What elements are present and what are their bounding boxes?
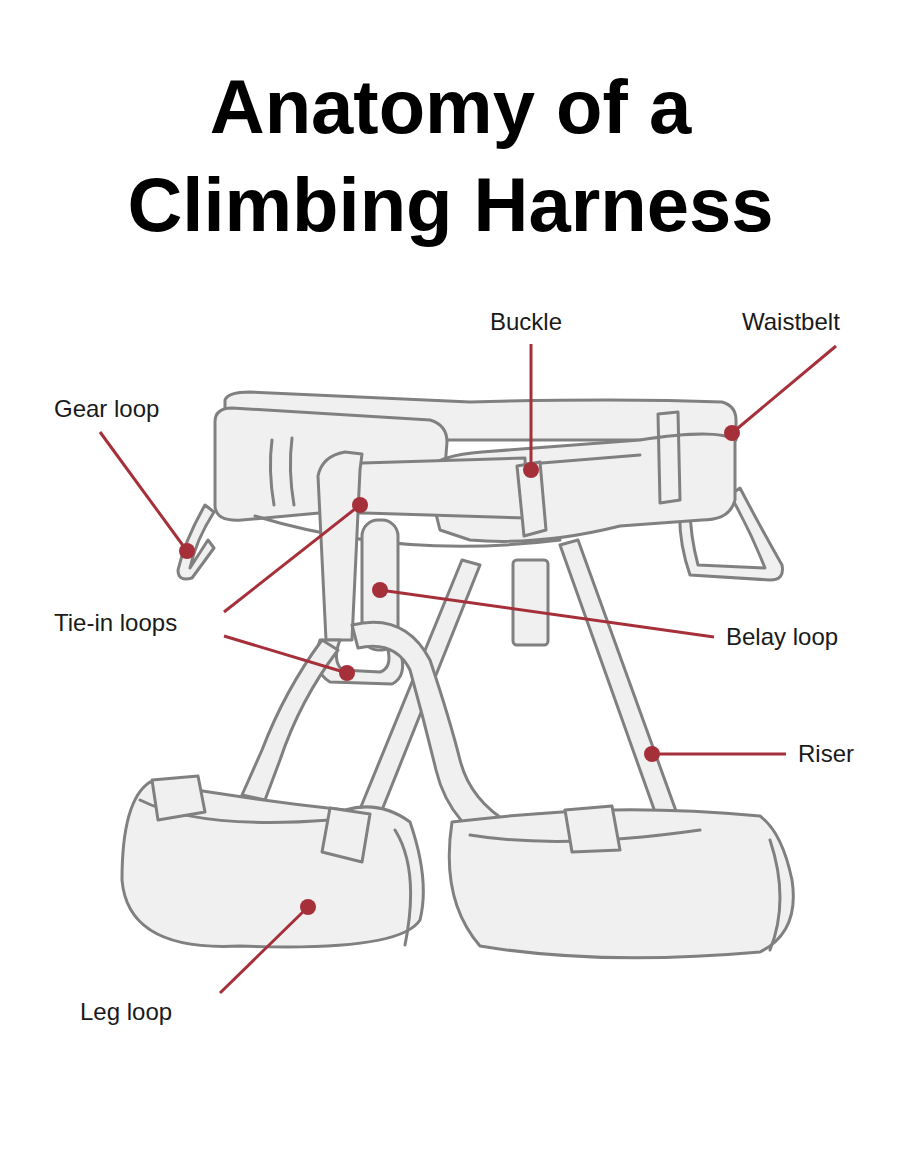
part-label: Gear loop	[54, 395, 159, 423]
waistbelt-padding	[270, 438, 294, 505]
leg-strap	[242, 640, 338, 800]
leader-dot	[300, 899, 316, 915]
leader-dot	[372, 582, 388, 598]
rear-tab	[513, 560, 548, 645]
riser	[560, 540, 680, 826]
leader-line	[732, 346, 836, 433]
part-label: Waistbelt	[742, 308, 840, 336]
leader-dot	[724, 425, 740, 441]
leg-buckle	[152, 776, 205, 820]
leg-buckle	[322, 808, 370, 862]
buckle	[517, 462, 546, 536]
leader-line	[224, 636, 347, 673]
leg-loop-padding	[470, 830, 780, 950]
leg-loop-padding	[140, 800, 411, 945]
leader-dot	[339, 665, 355, 681]
tie-in-loop	[318, 452, 362, 640]
leader-line	[100, 432, 187, 551]
leg-buckle	[565, 806, 620, 852]
leader-line	[220, 907, 308, 993]
part-label: Leg loop	[80, 998, 172, 1026]
leader-line	[652, 753, 786, 756]
leader-line	[224, 505, 360, 612]
gear-loop	[178, 505, 214, 579]
leader-dot	[352, 497, 368, 513]
title: Anatomy of a Climbing Harness	[40, 58, 861, 254]
part-label: Riser	[798, 740, 854, 768]
leader-line	[530, 344, 533, 470]
leader-dot	[523, 462, 539, 478]
waistbelt-edge	[255, 516, 560, 546]
part-label: Tie-in loops	[54, 609, 177, 637]
leader-dot	[179, 543, 195, 559]
part-label: Belay loop	[726, 623, 838, 651]
leg-loop	[449, 810, 793, 958]
leader-dot	[644, 746, 660, 762]
leader-line	[380, 590, 714, 637]
part-label: Buckle	[490, 308, 562, 336]
